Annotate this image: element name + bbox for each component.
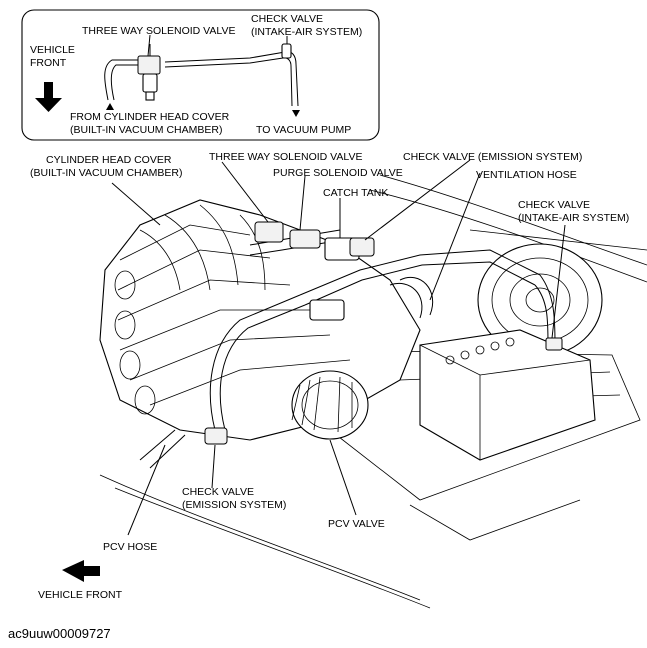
label-ventilation-hose: VENTILATION HOSE	[476, 169, 577, 181]
label-purge-solenoid-valve: PURGE SOLENOID VALVE	[273, 167, 403, 179]
inset-vehicle-front-line1: VEHICLE	[30, 44, 75, 56]
inset-three-way-solenoid-label: THREE WAY SOLENOID VALVE	[82, 25, 235, 37]
label-cylinder-head-cover-line2: (BUILT-IN VACUUM CHAMBER)	[30, 167, 182, 179]
vehicle-front-left-arrow-icon	[62, 560, 100, 582]
label-catch-tank: CATCH TANK	[323, 187, 388, 199]
solenoid-cluster	[254, 221, 375, 321]
inset-check-valve-line1: CHECK VALVE	[251, 13, 323, 25]
label-three-way-solenoid-valve: THREE WAY SOLENOID VALVE	[209, 151, 362, 163]
label-pcv-hose: PCV HOSE	[103, 541, 157, 553]
label-vehicle-front: VEHICLE FRONT	[38, 589, 123, 601]
label-cylinder-head-cover-line1: CYLINDER HEAD COVER	[46, 154, 172, 166]
inset-hose-diagram	[104, 34, 300, 117]
intake-check-valve-part	[545, 337, 563, 351]
label-pcv-valve: PCV VALVE	[328, 518, 385, 530]
figure-id: ac9uuw00009727	[8, 626, 111, 641]
label-check-valve-emission-bottom-line1: CHECK VALVE	[182, 486, 254, 498]
inset-from-cylinder-line2: (BUILT-IN VACUUM CHAMBER)	[70, 124, 222, 136]
label-check-valve-emission-top: CHECK VALVE (EMISSION SYSTEM)	[403, 151, 582, 163]
inset-to-vacuum-pump: TO VACUUM PUMP	[256, 124, 351, 136]
intake-tube	[291, 370, 369, 440]
battery	[419, 329, 596, 461]
label-check-valve-intake-line1: CHECK VALVE	[518, 199, 590, 211]
leader-lines	[111, 159, 566, 536]
label-check-valve-intake-line2: (INTAKE-AIR SYSTEM)	[518, 212, 629, 224]
vehicle-front-down-arrow-icon	[35, 82, 62, 112]
inset-to-pump-arrow-icon	[292, 110, 300, 117]
inset-from-cylinder-line1: FROM CYLINDER HEAD COVER	[70, 111, 230, 123]
label-check-valve-emission-bottom-line2: (EMISSION SYSTEM)	[182, 499, 286, 511]
inset-panel: VEHICLE FRONT THREE WAY SOLENOID VALVE C…	[21, 9, 380, 141]
inset-vehicle-front-line2: FRONT	[30, 57, 67, 69]
emission-check-valve-part	[204, 427, 228, 445]
inset-from-arrow-icon	[106, 103, 114, 110]
engine-illustration	[99, 174, 647, 609]
inset-check-valve-line2: (INTAKE-AIR SYSTEM)	[251, 26, 362, 38]
